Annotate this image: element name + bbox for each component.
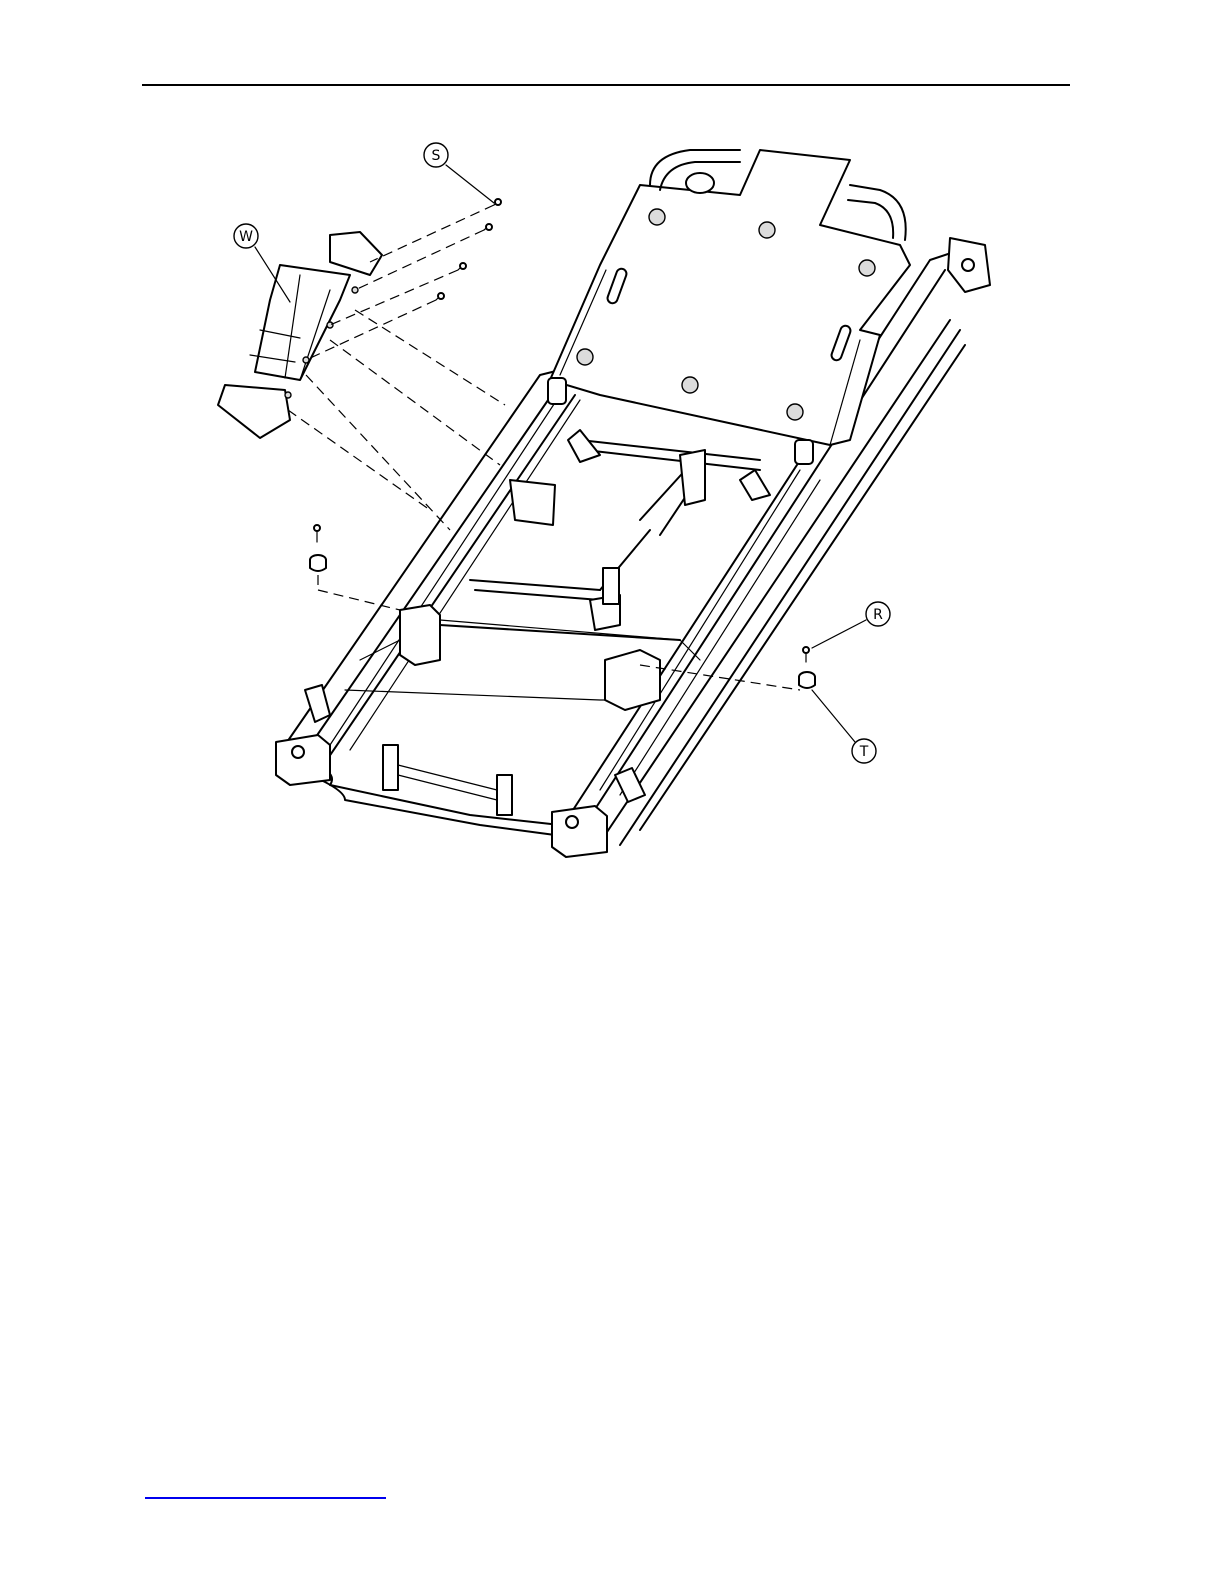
part-r-screw-right [803, 647, 809, 662]
part-w-side-pad [218, 232, 382, 438]
callout-label-t: T [859, 744, 869, 760]
callout-label-r: R [873, 607, 883, 623]
head-deck-plate [550, 150, 910, 445]
footer-link[interactable] [145, 1497, 386, 1499]
callout-label-w: W [239, 229, 253, 245]
part-t-bumper-right [799, 672, 815, 688]
callout-t: T [812, 690, 876, 763]
part-r-screw-left [314, 525, 320, 542]
part-t-bumper-left [310, 555, 326, 571]
part-s-screws [436, 199, 501, 300]
callout-label-s: S [432, 148, 441, 164]
callout-s: S [424, 143, 494, 203]
callout-r: R [812, 602, 890, 648]
